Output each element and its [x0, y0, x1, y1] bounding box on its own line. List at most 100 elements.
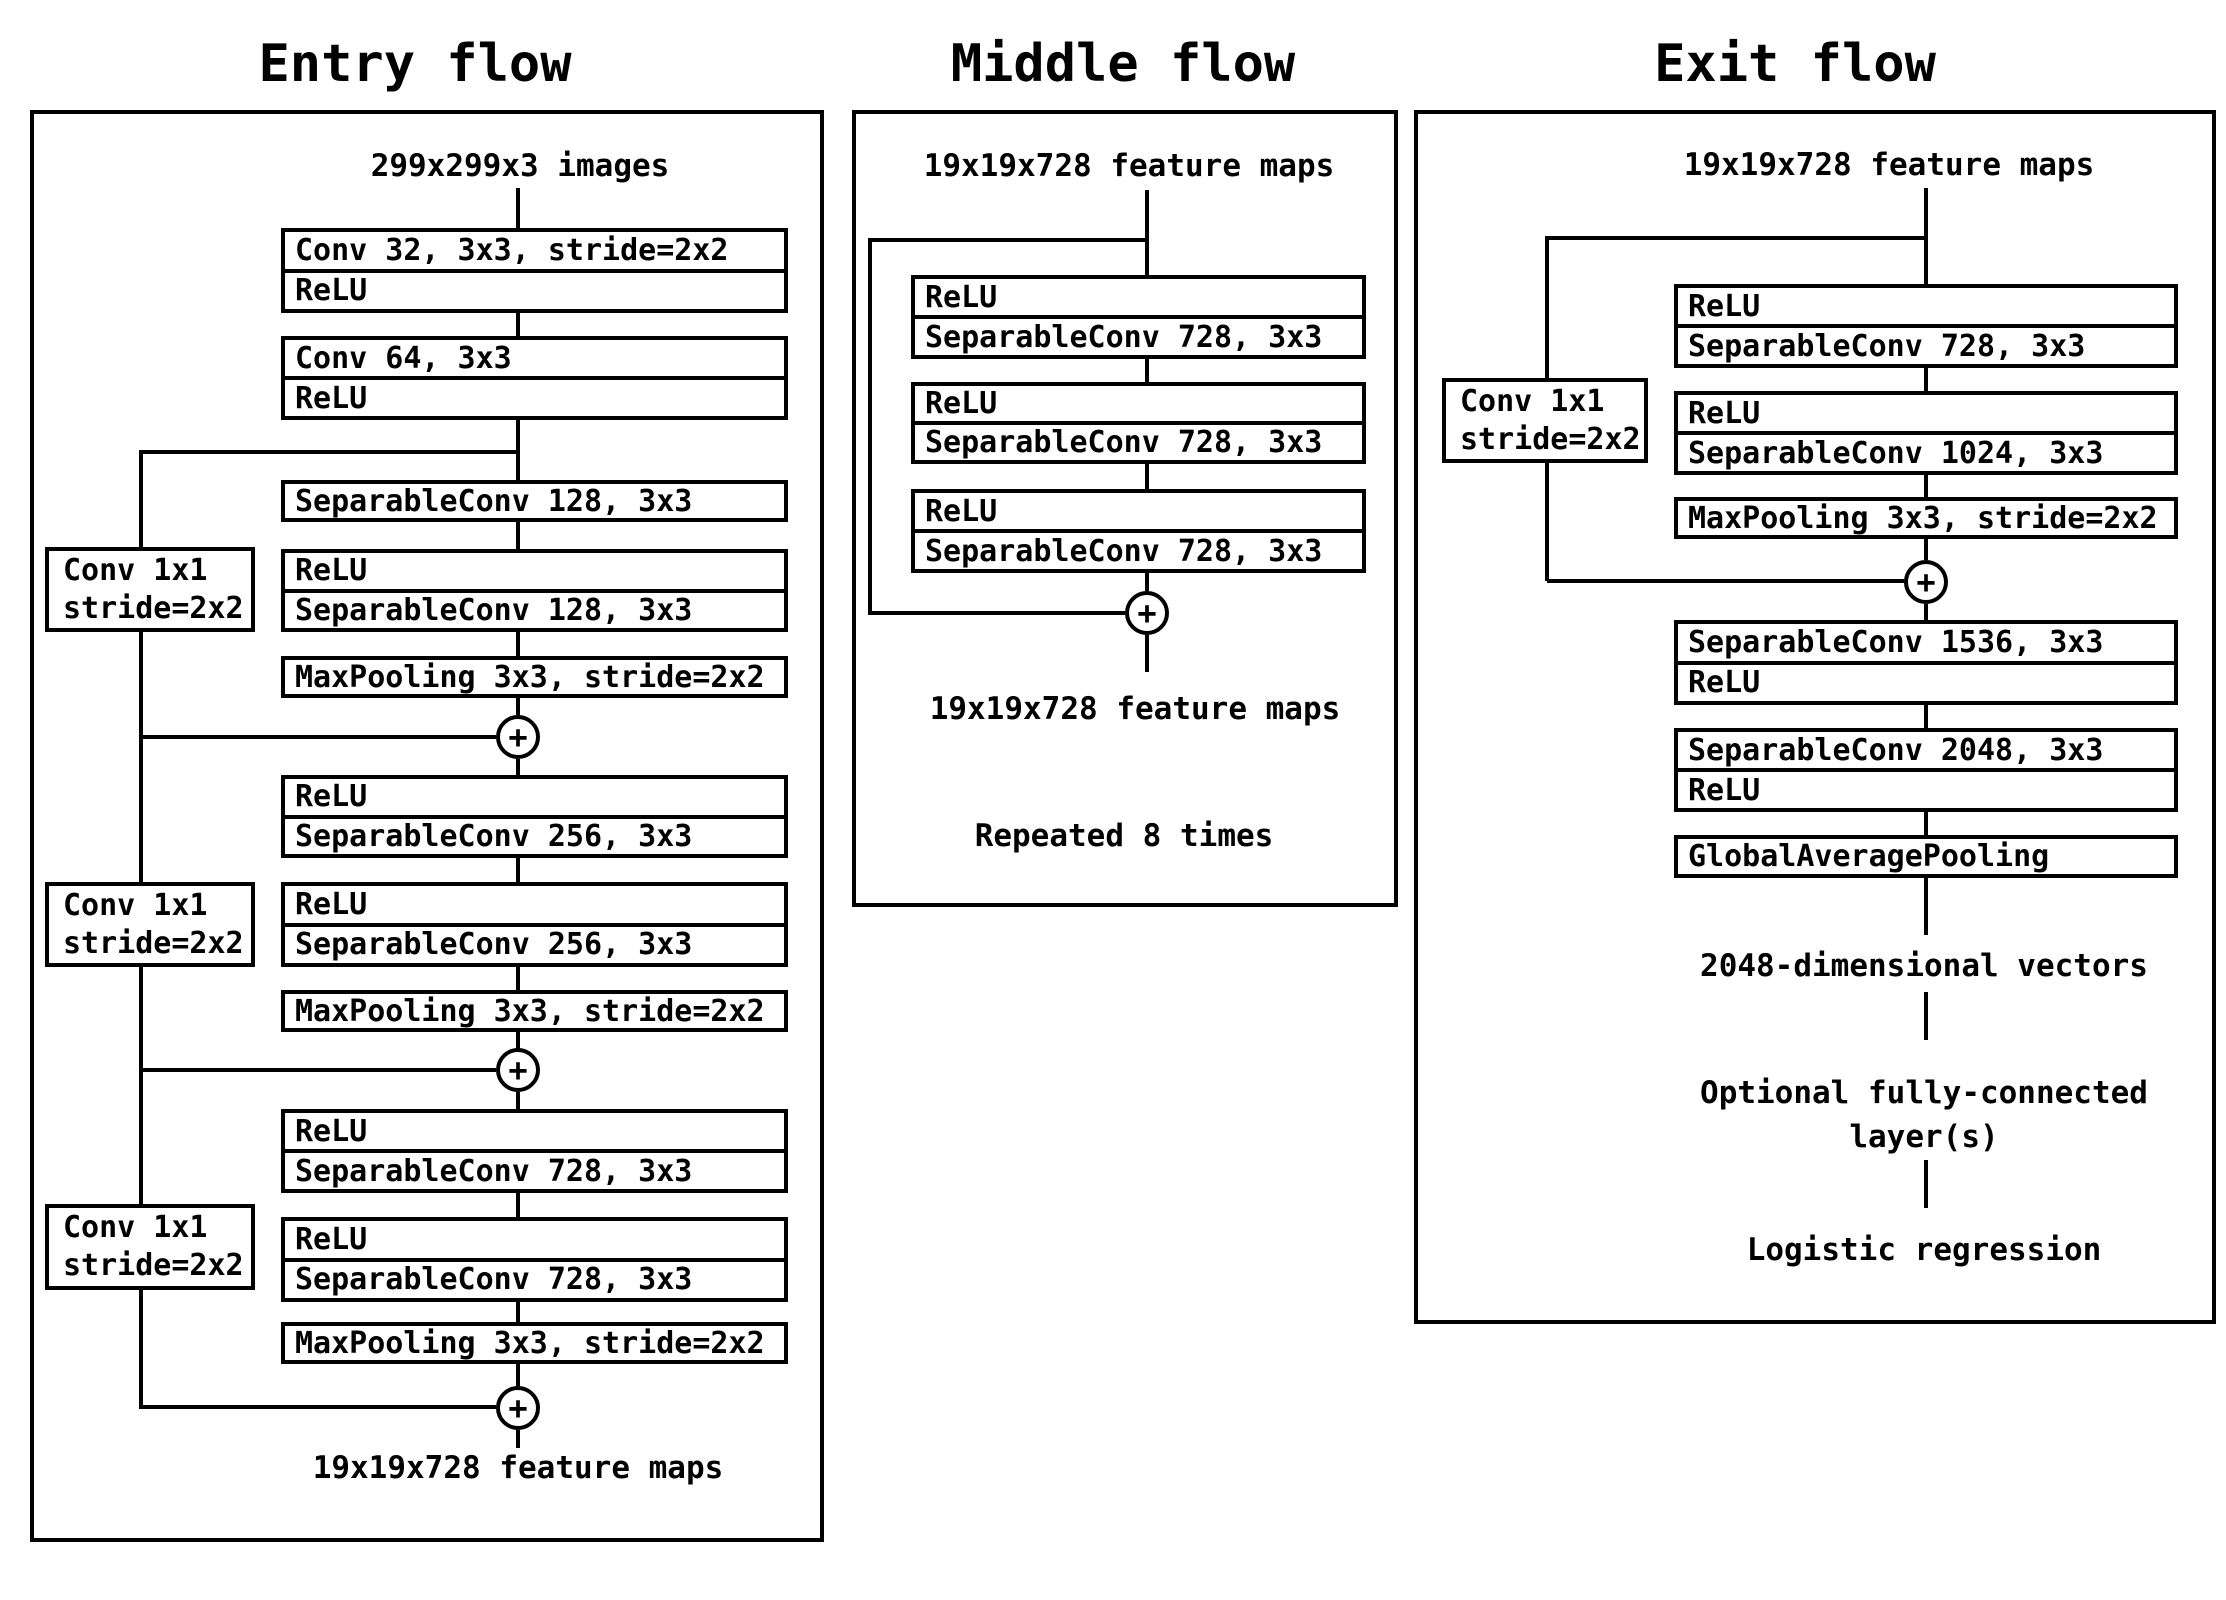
connector-line — [1924, 604, 1928, 620]
layer-cell: SeparableConv 728, 3x3 — [285, 1149, 784, 1189]
middle-relu-sepconv728-block-2: ReLU SeparableConv 728, 3x3 — [911, 382, 1366, 464]
layer-cell: SeparableConv 728, 3x3 — [915, 529, 1362, 569]
exit-fc-label-line1: Optional fully-connected — [1700, 1075, 2148, 1111]
middle-output-label: 19x19x728 feature maps — [929, 691, 1341, 727]
layer-cell: MaxPooling 3x3, stride=2x2 — [295, 994, 765, 1029]
layer-cell: SeparableConv 256, 3x3 — [285, 922, 784, 964]
connector-line — [1145, 635, 1149, 672]
layer-cell: SeparableConv 128, 3x3 — [285, 588, 784, 629]
connector-line — [1924, 475, 1928, 497]
shortcut-line: stride=2x2 — [1460, 421, 1641, 457]
entry-relu-sepconv128-block: ReLU SeparableConv 128, 3x3 — [281, 549, 788, 632]
connector-line — [516, 313, 520, 336]
exit-maxpool-block: MaxPooling 3x3, stride=2x2 — [1674, 497, 2178, 539]
plus-merge-icon: + — [496, 1386, 540, 1430]
shortcut-line: Conv 1x1 — [63, 552, 208, 588]
middle-relu-sepconv728-block-3: ReLU SeparableConv 728, 3x3 — [911, 489, 1366, 573]
entry-shortcut-conv1x1-3: Conv 1x1 stride=2x2 — [45, 1204, 255, 1290]
entry-shortcut-conv1x1-2: Conv 1x1 stride=2x2 — [45, 882, 255, 967]
exit-relu-sepconv1024-block: ReLU SeparableConv 1024, 3x3 — [1674, 391, 2178, 475]
entry-relu-sepconv256-block-2: ReLU SeparableConv 256, 3x3 — [281, 882, 788, 967]
connector-line — [516, 1092, 520, 1109]
plus-glyph: + — [508, 718, 528, 756]
exit-input-label: 19x19x728 feature maps — [1683, 147, 2095, 183]
connector-line — [868, 238, 872, 613]
exit-vectors-label: 2048-dimensional vectors — [1700, 948, 2148, 984]
plus-glyph: + — [508, 1051, 528, 1089]
connector-line — [868, 238, 1147, 242]
layer-cell: SeparableConv 728, 3x3 — [285, 1257, 784, 1299]
connector-line — [139, 1290, 143, 1409]
connector-line — [516, 1364, 520, 1386]
layer-cell: GlobalAveragePooling — [1688, 839, 2050, 874]
layer-cell: MaxPooling 3x3, stride=2x2 — [1688, 501, 2158, 536]
layer-cell: SeparableConv 128, 3x3 — [295, 484, 693, 519]
connector-line — [1924, 539, 1928, 560]
connector-line — [516, 1430, 520, 1448]
connector-line — [1547, 236, 1926, 240]
connector-line — [1924, 1160, 1928, 1208]
connector-line — [139, 632, 143, 882]
plus-merge-icon: + — [496, 715, 540, 759]
plus-glyph: + — [1137, 594, 1157, 632]
shortcut-line: Conv 1x1 — [63, 1210, 208, 1245]
layer-cell: ReLU — [925, 493, 998, 529]
layer-cell: SeparableConv 1024, 3x3 — [1678, 431, 2174, 471]
shortcut-line: stride=2x2 — [63, 1248, 244, 1283]
shortcut-line: Conv 1x1 — [63, 887, 208, 923]
layer-cell: SeparableConv 256, 3x3 — [285, 814, 784, 855]
plus-merge-icon: + — [1125, 591, 1169, 635]
connector-line — [139, 967, 143, 1204]
connector-line — [1924, 992, 1928, 1040]
connector-line — [141, 1405, 496, 1409]
connector-line — [516, 858, 520, 882]
plus-merge-icon: + — [1904, 560, 1948, 604]
layer-cell: Conv 64, 3x3 — [295, 340, 512, 376]
connector-line — [141, 735, 496, 739]
exit-sepconv2048-relu-block: SeparableConv 2048, 3x3 ReLU — [1674, 728, 2178, 812]
exit-fc-label-line2: layer(s) — [1849, 1119, 1999, 1155]
layer-cell: ReLU — [295, 553, 368, 589]
middle-input-label: 19x19x728 feature maps — [923, 148, 1335, 184]
exit-relu-sepconv728-block: ReLU SeparableConv 728, 3x3 — [1674, 284, 2178, 368]
layer-cell: ReLU — [295, 1221, 368, 1257]
entry-maxpool-block-1: MaxPooling 3x3, stride=2x2 — [281, 656, 788, 698]
connector-line — [1545, 236, 1549, 378]
connector-line — [516, 1302, 520, 1322]
layer-cell: ReLU — [285, 268, 784, 310]
layer-cell: ReLU — [1678, 660, 2174, 702]
entry-conv64-block: Conv 64, 3x3 ReLU — [281, 336, 788, 420]
shortcut-line: stride=2x2 — [63, 590, 244, 626]
connector-line — [1547, 579, 1904, 583]
plus-merge-icon: + — [496, 1048, 540, 1092]
layer-cell: ReLU — [925, 279, 998, 315]
layer-cell: ReLU — [285, 376, 784, 416]
entry-sepconv128-block: SeparableConv 128, 3x3 — [281, 480, 788, 522]
connector-line — [516, 188, 520, 228]
layer-cell: ReLU — [295, 1113, 368, 1149]
layer-cell: ReLU — [1688, 288, 1761, 324]
shortcut-line: stride=2x2 — [63, 925, 244, 961]
entry-shortcut-conv1x1-1: Conv 1x1 stride=2x2 — [45, 547, 255, 632]
connector-line — [1924, 705, 1928, 728]
connector-line — [516, 1032, 520, 1050]
connector-line — [1545, 463, 1549, 581]
middle-repeat-note: Repeated 8 times — [974, 818, 1274, 854]
connector-line — [141, 450, 518, 454]
entry-relu-sepconv256-block-1: ReLU SeparableConv 256, 3x3 — [281, 775, 788, 858]
connector-line — [1924, 812, 1928, 835]
layer-cell: ReLU — [295, 886, 368, 922]
entry-maxpool-block-3: MaxPooling 3x3, stride=2x2 — [281, 1322, 788, 1364]
entry-maxpool-block-2: MaxPooling 3x3, stride=2x2 — [281, 990, 788, 1032]
connector-line — [139, 450, 143, 547]
layer-cell: SeparableConv 1536, 3x3 — [1688, 624, 2104, 660]
exit-shortcut-conv1x1: Conv 1x1 stride=2x2 — [1442, 378, 1648, 463]
layer-cell: MaxPooling 3x3, stride=2x2 — [295, 660, 765, 695]
entry-relu-sepconv728-block-1: ReLU SeparableConv 728, 3x3 — [281, 1109, 788, 1193]
middle-flow-title: Middle flow — [950, 34, 1296, 94]
connector-line — [1145, 359, 1149, 382]
layer-cell: ReLU — [295, 779, 368, 815]
middle-relu-sepconv728-block-1: ReLU SeparableConv 728, 3x3 — [911, 275, 1366, 359]
connector-line — [1924, 878, 1928, 935]
connector-line — [516, 697, 520, 717]
